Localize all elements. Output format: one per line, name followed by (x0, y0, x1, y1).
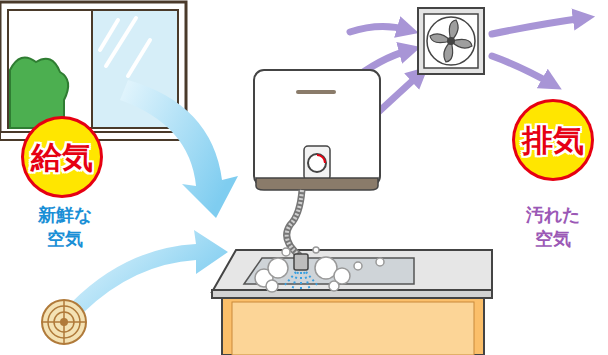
air-label: 新鮮な 空気 (34, 203, 96, 251)
vent-grille (42, 300, 86, 344)
kitchen-sink (212, 250, 492, 355)
exhaust-fan (418, 8, 484, 74)
steam-bubbles (255, 247, 384, 292)
air-label: 汚れた 空気 (522, 203, 584, 251)
badge-text: 給気 (31, 142, 93, 173)
badge-circle: 排気 (511, 98, 595, 182)
water-spray (284, 272, 318, 292)
badge-circle: 給気 (20, 115, 104, 199)
badge-text: 排気 (522, 125, 584, 156)
supply-air-arrow (72, 230, 228, 312)
supply-air-arrow (120, 80, 238, 218)
water-heater (254, 70, 380, 270)
